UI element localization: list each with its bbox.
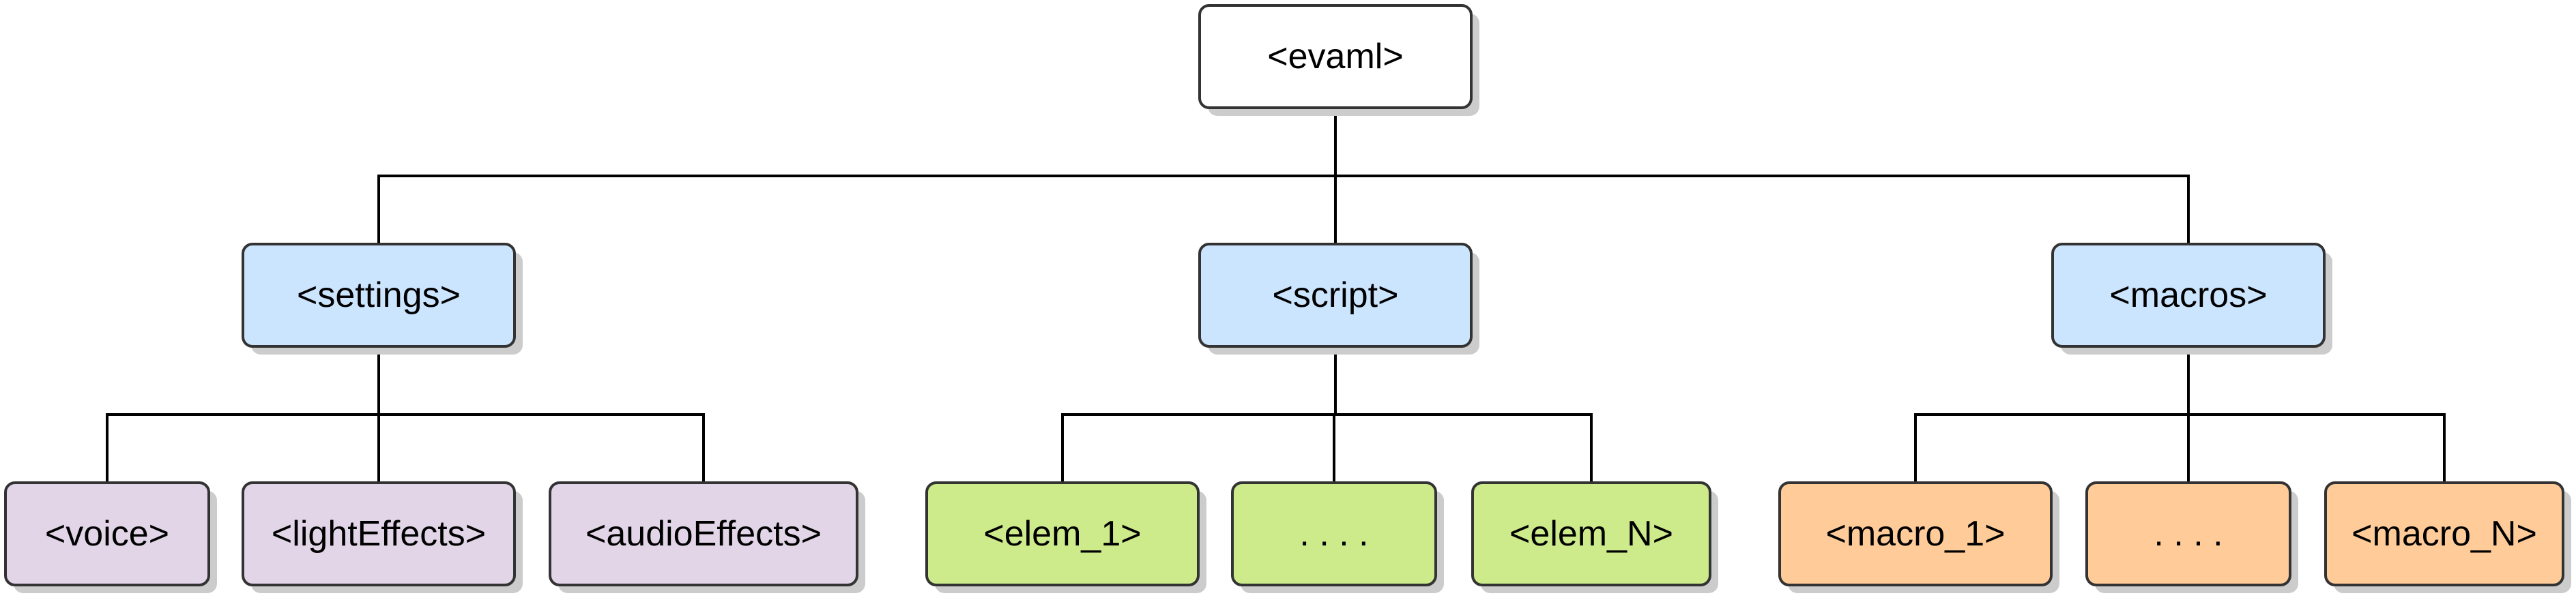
node-script-elem-n: <elem_N> bbox=[1471, 481, 1718, 593]
node-box bbox=[1231, 481, 1437, 586]
node-label: <macro_1> bbox=[1825, 514, 2005, 554]
node-label: <audioEffects> bbox=[585, 514, 822, 554]
node-script-ellipsis: . . . . bbox=[1231, 481, 1444, 593]
node-label: <settings> bbox=[297, 275, 461, 315]
node-macros: <macros> bbox=[2051, 243, 2332, 355]
node-label: <script> bbox=[1273, 275, 1399, 315]
connectors bbox=[106, 106, 2446, 484]
nodes: <evaml> <settings> <voice> <lightEffects> <a… bbox=[4, 4, 2571, 593]
node-box bbox=[2051, 243, 2326, 348]
node-label: <macros> bbox=[2109, 275, 2267, 315]
node-label: <evaml> bbox=[1267, 37, 1403, 76]
node-script: <script> bbox=[1198, 243, 1479, 355]
node-box bbox=[549, 481, 858, 586]
node-box bbox=[242, 481, 516, 586]
node-label: . . . . bbox=[2154, 514, 2223, 554]
node-label: <lightEffects> bbox=[272, 514, 486, 554]
node-box bbox=[2324, 481, 2564, 586]
node-box bbox=[925, 481, 1200, 586]
node-label: <elem_1> bbox=[983, 514, 1141, 554]
node-box bbox=[1471, 481, 1711, 586]
node-settings-voice: <voice> bbox=[4, 481, 217, 593]
node-macros-ellipsis: . . . . bbox=[2085, 481, 2298, 593]
node-box bbox=[242, 243, 516, 348]
node-settings-lighteffects: <lightEffects> bbox=[242, 481, 523, 593]
node-box bbox=[2085, 481, 2291, 586]
node-label: . . . . bbox=[1299, 514, 1368, 554]
node-box bbox=[1198, 4, 1473, 109]
node-box bbox=[4, 481, 210, 586]
node-macros-macro-1: <macro_1> bbox=[1778, 481, 2059, 593]
node-settings: <settings> bbox=[242, 243, 523, 355]
node-label: <elem_N> bbox=[1509, 514, 1673, 554]
node-settings-audioeffects: <audioEffects> bbox=[549, 481, 865, 593]
node-box bbox=[1198, 243, 1473, 348]
node-label: <voice> bbox=[45, 514, 169, 554]
node-macros-macro-n: <macro_N> bbox=[2324, 481, 2571, 593]
node-box bbox=[1778, 481, 2053, 586]
node-script-elem-1: <elem_1> bbox=[925, 481, 1206, 593]
node-label: <macro_N> bbox=[2351, 514, 2537, 554]
node-evaml: <evaml> bbox=[1198, 4, 1479, 116]
